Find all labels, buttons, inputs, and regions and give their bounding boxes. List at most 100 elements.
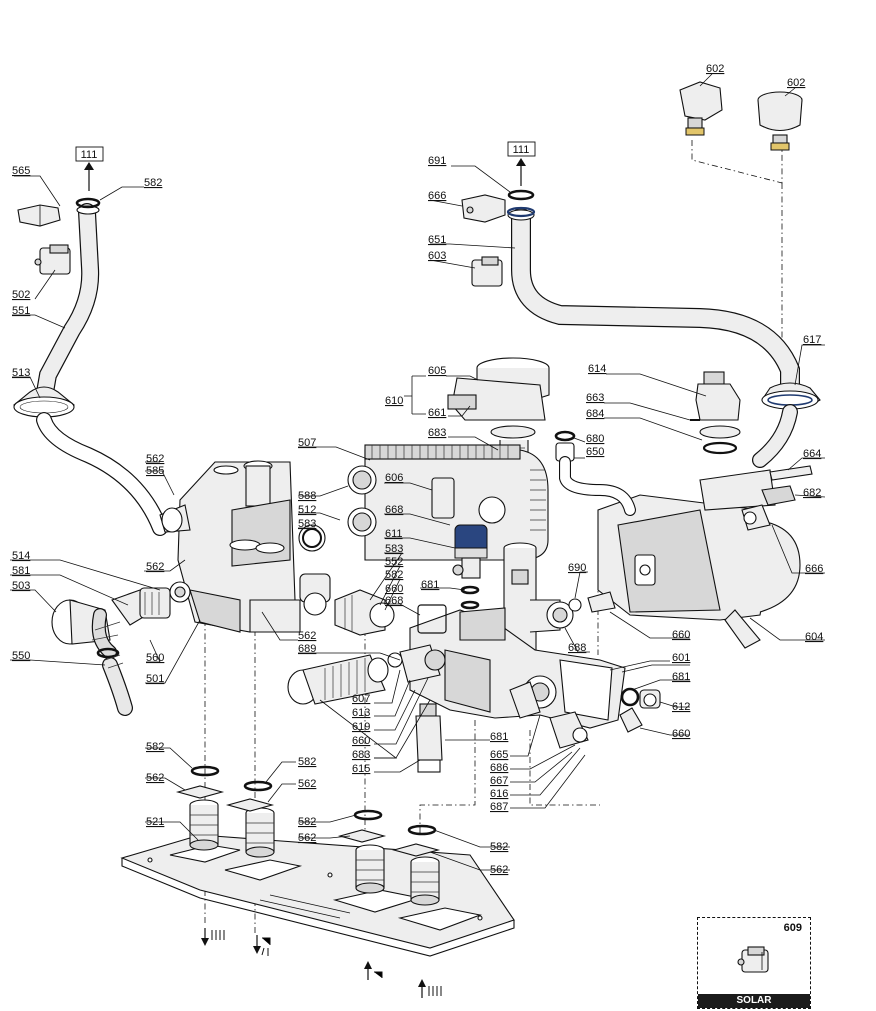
part-label-660: 660 (385, 583, 403, 595)
part-label-583: 583 (385, 543, 403, 555)
air-vent-614 (695, 371, 741, 455)
part-label-681: 681 (672, 671, 690, 683)
part-label-602: 602 (706, 63, 724, 75)
part-label-551: 551 (12, 305, 30, 317)
part-label-660: 660 (672, 728, 690, 740)
solar-caption: SOLAR (698, 994, 810, 1008)
sensor-502 (34, 244, 71, 275)
part-label-665: 665 (490, 749, 508, 761)
part-label-582: 582 (298, 816, 316, 828)
part-label-582: 582 (490, 841, 508, 853)
part-label-689: 689 (298, 643, 316, 655)
part-label-560: 560 (146, 652, 164, 664)
connector-550 (96, 647, 133, 716)
part-label-661: 661 (428, 407, 446, 419)
part-label-583: 583 (298, 518, 316, 530)
part-label-686: 686 (490, 762, 508, 774)
hydraulic-block-501 (159, 460, 301, 633)
part-label-684: 684 (586, 408, 604, 420)
riser-pipe-660 (503, 542, 574, 651)
part-label-687: 687 (490, 801, 508, 813)
part-label-681: 681 (490, 731, 508, 743)
plug-612 (620, 687, 661, 709)
part-label-605: 605 (428, 365, 446, 377)
hot-water-icon (253, 935, 271, 956)
part-label-582: 582 (146, 741, 164, 753)
part-label-681: 681 (421, 579, 439, 591)
assembly-line (419, 720, 476, 835)
solar-sensor-icon (737, 946, 769, 973)
part-label-501: 501 (146, 673, 164, 685)
fitting-connector (245, 807, 275, 858)
part-label-617: 617 (803, 334, 821, 346)
part-label-602: 602 (787, 77, 805, 89)
part-label-604: 604 (805, 631, 823, 643)
part-label-619: 619 (352, 721, 370, 733)
part-label-663: 663 (586, 392, 604, 404)
reference-111-label: 111 (81, 149, 98, 161)
part-label-565: 565 (12, 165, 30, 177)
part-label-683: 683 (352, 749, 370, 761)
clip-666 (741, 504, 771, 531)
ball-valve-503 (51, 599, 121, 659)
part-label-612: 612 (672, 701, 690, 713)
assembly-line (529, 730, 600, 806)
part-label-607: 607 (352, 693, 370, 705)
part-label-582: 582 (385, 569, 403, 581)
part-label-601: 601 (672, 652, 690, 664)
connector-583 (298, 524, 331, 616)
part-label-650: 650 (586, 446, 604, 458)
return-flow-icon (418, 979, 442, 998)
part-label-660: 660 (672, 629, 690, 641)
reference-111-label: 111 (513, 144, 530, 156)
part-label-688: 688 (568, 642, 586, 654)
connector-552 (334, 589, 395, 636)
part-label-603: 603 (428, 250, 446, 262)
part-label-562: 562 (146, 772, 164, 784)
part-label-682: 682 (803, 487, 821, 499)
part-label-562: 562 (298, 778, 316, 790)
valve-615 (415, 703, 443, 773)
part-label-552: 552 (385, 556, 403, 568)
part-label-667: 667 (490, 775, 508, 787)
part-label-514: 514 (12, 550, 30, 562)
part-label-562: 562 (490, 864, 508, 876)
flow-pipe-651 (506, 189, 821, 468)
clip-682 (761, 465, 813, 506)
part-label-683: 683 (428, 427, 446, 439)
fitting-connector (410, 856, 440, 906)
valve-581 (111, 581, 191, 626)
part-label-616: 616 (490, 788, 508, 800)
part-label-562: 562 (146, 561, 164, 573)
part-label-585: 585 (146, 465, 164, 477)
part-label-690: 690 (568, 562, 586, 574)
part-label-512: 512 (298, 504, 316, 516)
reference-box-111 (507, 141, 536, 157)
part-label-507: 507 (298, 437, 316, 449)
part-label-562: 562 (298, 630, 316, 642)
sensor-603 (471, 256, 503, 287)
part-label-668: 668 (385, 595, 403, 607)
mounting-plate-521 (120, 834, 515, 957)
fitting-613 (387, 644, 446, 683)
fitting-connector (355, 844, 385, 894)
part-label-691: 691 (428, 155, 446, 167)
part-label-614: 614 (588, 363, 606, 375)
valve-665 (509, 681, 589, 749)
assembly-line (691, 140, 783, 184)
reference-box-111 (75, 146, 104, 162)
part-label-588: 588 (298, 490, 316, 502)
part-label-582: 582 (298, 756, 316, 768)
part-label-521: 521 (146, 816, 164, 828)
tap-flow-icon (201, 928, 225, 946)
part-label-660: 660 (352, 735, 370, 747)
pipe-650 (554, 430, 636, 516)
part-label-562: 562 (146, 453, 164, 465)
clip-690 (568, 591, 616, 613)
part-label-666: 666 (428, 190, 446, 202)
clip-565 (17, 204, 61, 227)
part-label-666: 666 (805, 563, 823, 575)
part-label-611: 611 (385, 528, 403, 540)
part-label-562: 562 (298, 832, 316, 844)
